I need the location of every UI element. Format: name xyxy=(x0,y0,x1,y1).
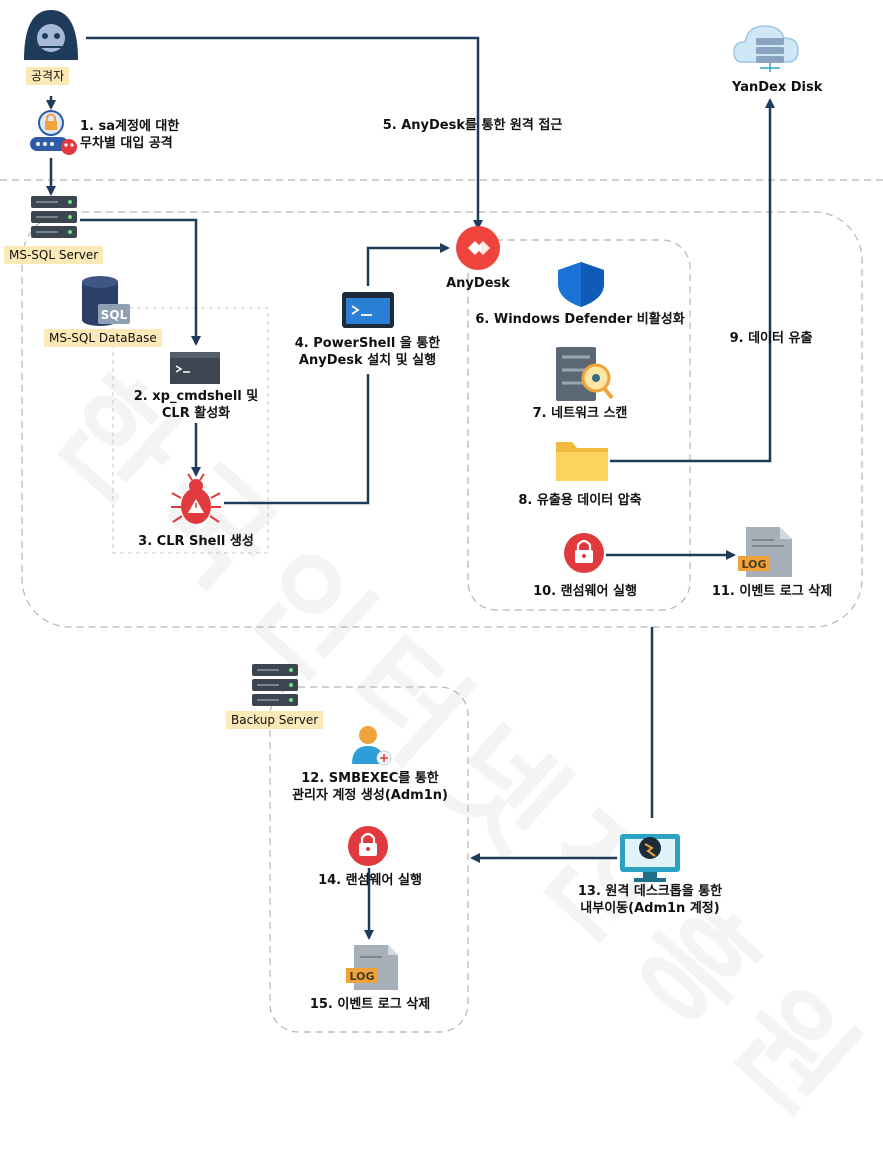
server-icon xyxy=(31,196,77,238)
arrow-clrshell-to-powershell xyxy=(224,374,370,505)
folder-icon xyxy=(556,442,608,481)
step-10-label: 10. 랜섬웨어 실행 xyxy=(533,584,637,599)
malware-bug-icon xyxy=(171,473,221,524)
step-11-label: 11. 이벤트 로그 삭제 xyxy=(711,584,833,599)
cloud-storage-icon xyxy=(733,25,799,72)
ransomware-lock-icon xyxy=(564,533,604,573)
step-3-label: 3. CLR Shell 생성 xyxy=(138,534,254,549)
backup-server-icon xyxy=(252,664,298,706)
ransomware-lock-icon-2 xyxy=(348,826,388,866)
svg-text:LOG: LOG xyxy=(350,970,375,983)
network-scan-icon xyxy=(556,347,614,401)
attack-flow-diagram: SQL xyxy=(0,10,883,1033)
mssql-server-label: MS-SQL Server xyxy=(4,246,104,264)
attacker-label: 공격자 xyxy=(26,67,70,85)
hacker-icon xyxy=(24,10,78,60)
svg-text:SQL: SQL xyxy=(101,308,128,322)
yandex-disk-label: YanDex Disk xyxy=(732,80,823,95)
anydesk-label: AnyDesk xyxy=(446,276,510,291)
step-9-label: 9. 데이터 유출 xyxy=(729,331,813,346)
step-8-label: 8. 유출용 데이터 압축 xyxy=(518,493,642,508)
windows-defender-shield-icon xyxy=(558,262,604,307)
step-6-label: 6. Windows Defender 비활성화 xyxy=(475,312,685,327)
powershell-icon xyxy=(342,292,394,328)
brute-force-icon xyxy=(30,110,77,155)
terminal-icon xyxy=(170,352,220,384)
event-log-icon: LOG xyxy=(738,527,792,577)
svg-text:LOG: LOG xyxy=(742,558,767,571)
backup-server-label: Backup Server xyxy=(226,711,324,729)
backup-server-zone xyxy=(269,686,469,1033)
event-log-icon-2: LOG xyxy=(346,945,398,990)
remote-desktop-icon xyxy=(620,834,680,882)
mssql-database-label: MS-SQL DataBase xyxy=(44,329,162,347)
step-15-label: 15. 이벤트 로그 삭제 xyxy=(309,997,431,1012)
step-7-label: 7. 네트워크 스캔 xyxy=(532,406,628,421)
admin-user-add-icon xyxy=(352,726,392,766)
anydesk-icon xyxy=(456,226,500,270)
arrow-powershell-to-anydesk xyxy=(366,243,450,286)
database-icon: SQL xyxy=(82,276,130,326)
anydesk-activity-zone xyxy=(467,239,691,611)
internal-network-zone xyxy=(21,211,863,628)
step-14-label: 14. 랜섬웨어 실행 xyxy=(318,873,422,888)
step-5-label: 5. AnyDesk를 통한 원격 접근 xyxy=(382,118,563,133)
arrow-attacker-to-anydesk xyxy=(86,36,483,230)
arrow-server-to-cmdshell xyxy=(80,218,201,346)
arrow-compress-to-yandex xyxy=(610,98,775,463)
